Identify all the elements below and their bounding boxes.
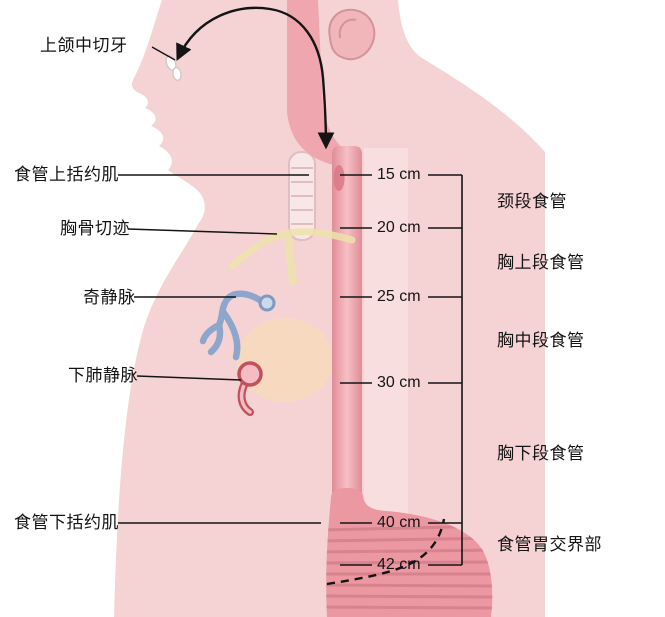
swallow-path-arrow-icon (176, 6, 335, 150)
ear-graphic (328, 8, 376, 61)
distance-42cm: 42 cm (377, 556, 421, 573)
label-upper-esophageal-sphincter: 食管上括约肌 (14, 165, 119, 184)
label-lower-esophageal-sphincter: 食管下括约肌 (14, 513, 119, 532)
upper-sphincter-graphic (333, 165, 345, 191)
distance-30cm: 30 cm (377, 374, 421, 391)
esophagus-graphic (332, 146, 362, 537)
distance-25cm: 25 cm (377, 288, 421, 305)
label-azygos-vein: 奇静脉 (83, 288, 136, 307)
label-lower-thoracic-esophagus: 胸下段食管 (497, 444, 585, 463)
label-upper-thoracic-esophagus: 胸上段食管 (497, 253, 585, 272)
pulmonary-vein-graphic (237, 361, 263, 416)
distance-15cm: 15 cm (377, 166, 421, 183)
mediastinum-graphic (237, 318, 333, 402)
trachea-graphic (288, 151, 316, 241)
azygos-vein-graphic (199, 290, 276, 361)
label-sternal-notch: 胸骨切迹 (60, 219, 130, 238)
pointer-lines (118, 46, 321, 524)
distance-ruler (340, 174, 463, 566)
distance-20cm: 20 cm (377, 219, 421, 236)
label-cervical-esophagus: 颈段食管 (497, 192, 567, 211)
eg-junction-dashed-line (326, 518, 446, 586)
sternum-graphic (228, 228, 356, 286)
label-middle-thoracic-esophagus: 胸中段食管 (497, 331, 585, 350)
label-maxillary-central-incisor: 上颌中切牙 (40, 36, 128, 55)
distance-40cm: 40 cm (377, 514, 421, 531)
label-esophagogastric-junction: 食管胃交界部 (497, 535, 602, 554)
stomach-graphic (326, 488, 493, 617)
label-inferior-pulmonary-vein: 下肺静脉 (68, 366, 138, 385)
